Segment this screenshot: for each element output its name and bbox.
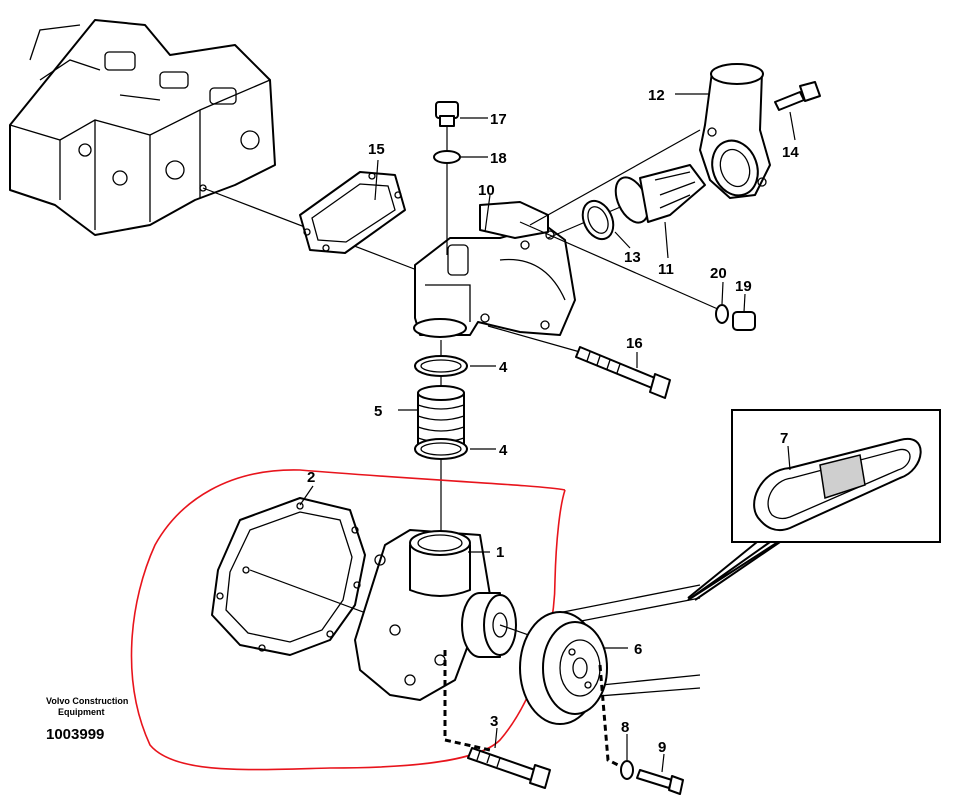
- plug-17: [435, 101, 459, 127]
- washer-18: [433, 150, 461, 164]
- belt-detail-box: [687, 409, 941, 601]
- sleeve-5: [417, 385, 465, 446]
- o-ring-4-upper: [414, 355, 468, 377]
- thermostat-11: [614, 164, 706, 224]
- credit-line-2: Equipment: [58, 707, 105, 717]
- label-11: 11: [658, 261, 674, 278]
- label-18: 18: [490, 150, 507, 167]
- label-4-upper: 4: [499, 359, 508, 376]
- washer-8: [620, 760, 634, 780]
- seal-13: [581, 199, 615, 241]
- label-17: 17: [490, 111, 507, 128]
- label-16: 16: [626, 335, 643, 352]
- elbow-12: [699, 63, 771, 199]
- label-20: 20: [710, 265, 727, 282]
- gasket-15: [299, 171, 406, 254]
- label-14: 14: [782, 144, 799, 161]
- credit-line-1: Volvo Construction: [46, 696, 129, 706]
- gasket-2: [211, 497, 366, 656]
- pulley-6: [519, 611, 608, 725]
- water-pump-1: [354, 529, 517, 701]
- bolt-16: [575, 346, 671, 399]
- credit-number: 1003999: [46, 726, 105, 743]
- label-1: 1: [496, 544, 504, 561]
- label-12: 12: [648, 87, 665, 104]
- label-6: 6: [634, 641, 642, 658]
- bolt-14: [774, 81, 821, 111]
- bolt-9: [636, 769, 684, 795]
- label-10: 10: [478, 182, 495, 199]
- label-3: 3: [490, 713, 498, 730]
- screw-19: [732, 311, 756, 331]
- label-7: 7: [780, 430, 788, 447]
- o-ring-4-lower: [414, 438, 468, 460]
- washer-20: [715, 304, 729, 324]
- cylinder-head: [9, 19, 276, 236]
- label-15: 15: [368, 141, 385, 158]
- label-4-lower: 4: [499, 442, 508, 459]
- thermostat-housing: [413, 201, 576, 338]
- label-2: 2: [307, 469, 315, 486]
- label-8: 8: [621, 719, 629, 736]
- bolt-3: [467, 747, 551, 789]
- credit-company: Volvo Construction Equipment: [46, 696, 166, 718]
- label-13: 13: [624, 249, 641, 266]
- label-9: 9: [658, 739, 666, 756]
- label-19: 19: [735, 278, 752, 295]
- label-5: 5: [374, 403, 382, 420]
